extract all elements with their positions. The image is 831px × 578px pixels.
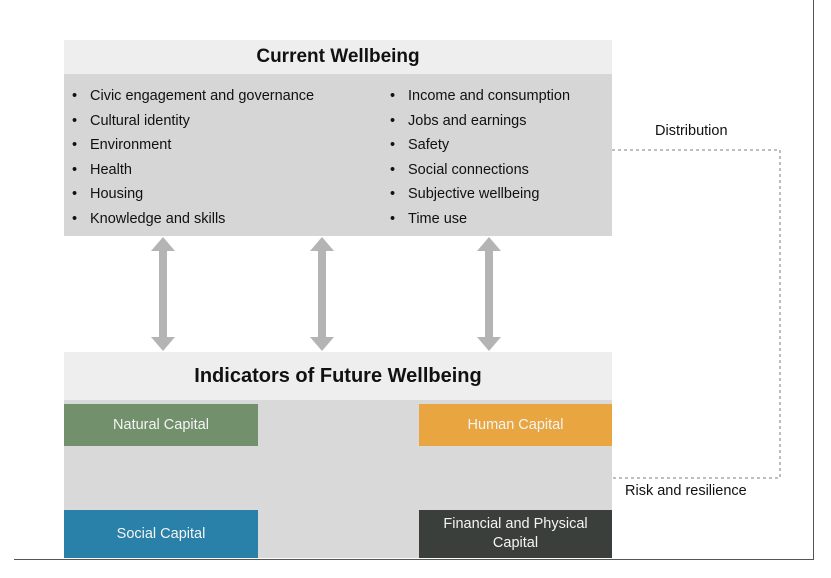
future-wellbeing-title: Indicators of Future Wellbeing: [64, 352, 612, 400]
list-item: •Cultural identity: [72, 112, 190, 129]
double-arrow-left: [151, 237, 175, 351]
list-item: •Time use: [390, 210, 468, 227]
distribution-label: Distribution: [655, 123, 728, 139]
list-item: •Environment: [72, 137, 172, 154]
list-item: •Safety: [390, 137, 450, 154]
natural-capital-box: Natural Capital: [64, 404, 258, 446]
list-item: •Civic engagement and governance: [72, 88, 315, 104]
current-wellbeing-right-list: •Income and consumption •Jobs and earnin…: [390, 84, 570, 232]
list-item: •Housing: [72, 186, 144, 203]
diagram-frame: [14, 0, 814, 560]
risk-resilience-label: Risk and resilience: [625, 483, 747, 499]
current-wellbeing-title: Current Wellbeing: [64, 40, 612, 74]
double-arrow-right: [477, 237, 501, 351]
current-wellbeing-left-list: •Civic engagement and governance •Cultur…: [72, 84, 314, 232]
financial-physical-capital-box: Financial and Physical Capital: [419, 510, 612, 558]
social-capital-box: Social Capital: [64, 510, 258, 558]
list-item: •Income and consumption: [390, 88, 571, 104]
distribution-risk-connector: [612, 149, 781, 479]
list-item: •Knowledge and skills: [72, 210, 226, 227]
human-capital-box: Human Capital: [419, 404, 612, 446]
list-item: •Jobs and earnings: [390, 112, 527, 129]
current-wellbeing-box: •Civic engagement and governance •Cultur…: [64, 74, 612, 236]
list-item: •Social connections: [390, 161, 529, 178]
list-item: •Health: [72, 161, 132, 178]
double-arrow-middle: [310, 237, 334, 351]
list-item: •Subjective wellbeing: [390, 186, 540, 203]
